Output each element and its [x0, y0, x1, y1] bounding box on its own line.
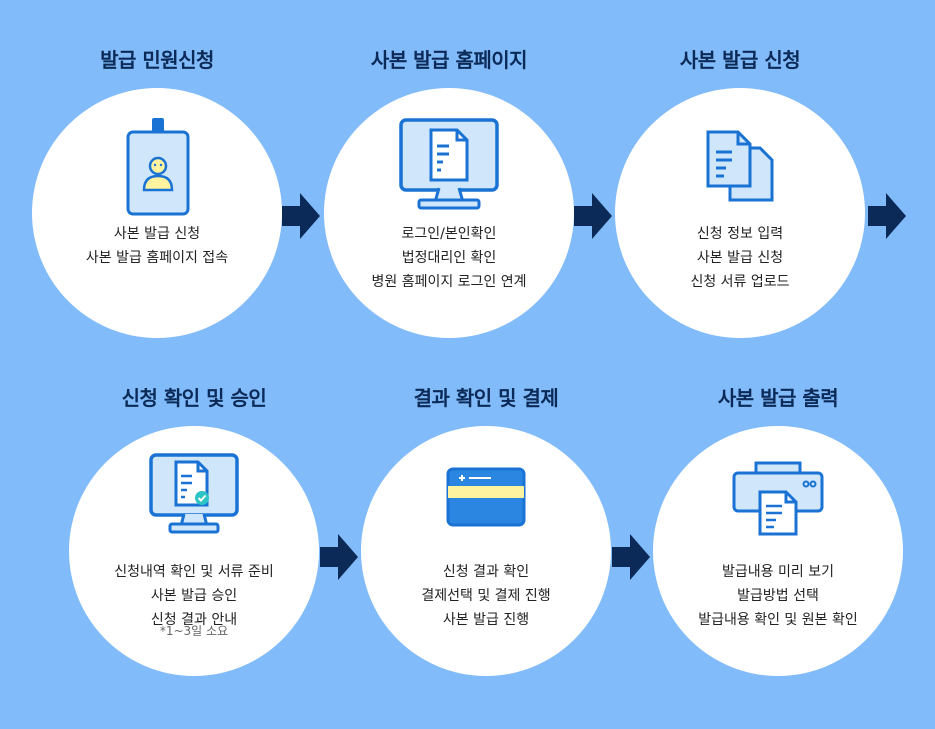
- arrow-right-icon: [574, 193, 612, 239]
- step-circle: 사본 발급 신청 사본 발급 홈페이지 접속: [32, 88, 282, 338]
- step-description: 사본 발급 신청 사본 발급 홈페이지 접속: [32, 222, 282, 270]
- step-description: 신청 결과 확인 결제선택 및 결제 진행 사본 발급 진행: [361, 560, 611, 632]
- description-line: 법정대리인 확인: [401, 250, 497, 266]
- description-line: 발급내용 미리 보기: [722, 564, 834, 580]
- description-line: 신청 서류 업로드: [690, 274, 790, 290]
- step-circle: 신청 결과 확인 결제선택 및 결제 진행 사본 발급 진행: [361, 426, 611, 676]
- printer-icon: [732, 461, 824, 536]
- arrow-right-icon: [282, 193, 320, 239]
- step-title: 사본 발급 신청: [679, 48, 801, 72]
- documents-icon: [706, 130, 774, 202]
- description-line: 신청 결과 확인: [442, 564, 530, 580]
- description-line: 신청내역 확인 및 서류 준비: [114, 564, 274, 580]
- step-description: 신청 정보 입력 사본 발급 신청 신청 서류 업로드: [615, 222, 865, 294]
- description-line: 발급방법 선택: [737, 588, 819, 604]
- step-description: 로그인/본인확인 법정대리인 확인 병원 홈페이지 로그인 연계: [324, 222, 574, 294]
- monitor-document-icon: [399, 118, 499, 210]
- description-line: 사본 발급 신청: [113, 226, 201, 242]
- description-line: 로그인/본인확인: [401, 226, 497, 242]
- description-line: 사본 발급 홈페이지 접속: [85, 250, 229, 266]
- description-line: 결제선택 및 결제 진행: [421, 588, 551, 604]
- credit-card-icon: [446, 467, 526, 527]
- description-line: 사본 발급 진행: [442, 612, 530, 628]
- description-line: 발급내용 확인 및 원본 확인: [698, 612, 858, 628]
- id-badge-icon: [126, 118, 190, 216]
- description-line: 신청 결과 안내: [150, 612, 238, 628]
- step-title: 발급 민원신청: [100, 48, 214, 72]
- duration-note: *1~3일 소요: [159, 624, 229, 638]
- description-line: 사본 발급 승인: [150, 588, 238, 604]
- arrow-right-icon: [612, 534, 650, 580]
- arrow-right-icon: [868, 193, 906, 239]
- step-title: 결과 확인 및 결제: [413, 386, 559, 410]
- step-title: 사본 발급 홈페이지: [370, 48, 528, 72]
- description-line: 병원 홈페이지 로그인 연계: [371, 274, 527, 290]
- description-line: 신청 정보 입력: [696, 226, 784, 242]
- step-title: 신청 확인 및 승인: [121, 386, 267, 410]
- step-circle: 발급내용 미리 보기 발급방법 선택 발급내용 확인 및 원본 확인: [653, 426, 903, 676]
- step-description: 발급내용 미리 보기 발급방법 선택 발급내용 확인 및 원본 확인: [653, 560, 903, 632]
- step-circle: 신청 정보 입력 사본 발급 신청 신청 서류 업로드: [615, 88, 865, 338]
- step-description: 신청내역 확인 및 서류 준비 사본 발급 승인 신청 결과 안내: [69, 560, 319, 632]
- step-circle: 로그인/본인확인 법정대리인 확인 병원 홈페이지 로그인 연계: [324, 88, 574, 338]
- step-circle: 신청내역 확인 및 서류 준비 사본 발급 승인 신청 결과 안내 *1~3일 …: [69, 426, 319, 676]
- step-title: 사본 발급 출력: [717, 386, 839, 410]
- description-line: 사본 발급 신청: [696, 250, 784, 266]
- arrow-right-icon: [320, 534, 358, 580]
- monitor-approved-document-icon: [149, 453, 239, 534]
